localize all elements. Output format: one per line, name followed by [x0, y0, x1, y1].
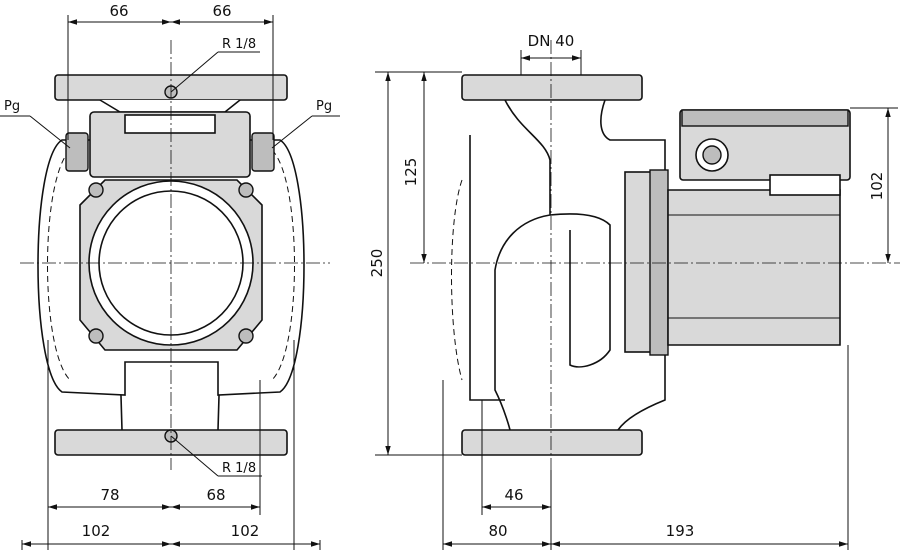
front-bolt-br: [238, 328, 254, 344]
front-top-dimensions: 66 66: [67, 2, 274, 140]
dim-nominal-diameter: DN 40: [528, 32, 575, 50]
side-dimensions: DN 40 250 125 102 46 80 193: [368, 32, 898, 550]
front-view: [20, 40, 330, 470]
front-terminal-lid: [124, 114, 216, 134]
dim-side-bottom-inner: 46: [504, 486, 523, 504]
side-module-cover: [681, 109, 849, 127]
front-bolt-bl: [88, 328, 104, 344]
dim-front-bottom-right-outer: 102: [231, 522, 260, 540]
side-motor-flange: [624, 171, 654, 353]
dim-side-motor-height: 102: [868, 172, 886, 201]
side-speed-selector-knob: [702, 145, 722, 165]
front-top-neck: [99, 99, 241, 113]
dim-side-height-upper: 125: [402, 158, 420, 187]
cable-gland-callouts: Pg Pg: [0, 99, 340, 149]
dim-side-bottom-left: 80: [488, 522, 507, 540]
dim-front-bottom-right-inner: 68: [206, 486, 225, 504]
front-cable-gland-left: [65, 132, 89, 172]
dim-front-bottom-left-inner: 78: [100, 486, 119, 504]
front-bolt-tr: [238, 182, 254, 198]
label-cable-gland-left: Pg: [4, 99, 20, 114]
dim-side-height-total: 250: [368, 249, 386, 278]
dim-front-top-right: 66: [212, 2, 231, 20]
label-cable-gland-right: Pg: [316, 99, 332, 114]
side-housing-dashed: [451, 179, 463, 381]
dim-front-bottom-left-outer: 102: [82, 522, 111, 540]
side-motor: [667, 189, 841, 346]
side-volute: [549, 213, 611, 368]
side-motor-flange-ring: [649, 169, 669, 356]
side-view: [410, 40, 900, 470]
side-pump-body: [469, 99, 666, 431]
dim-side-bottom-right: 193: [666, 522, 695, 540]
label-thread-top: R 1/8: [222, 37, 256, 52]
side-bottom-flange: [461, 429, 643, 456]
thread-callouts: R 1/8 R 1/8: [170, 37, 262, 477]
front-bolt-tl: [88, 182, 104, 198]
front-cable-gland-right: [251, 132, 275, 172]
dim-front-top-left: 66: [109, 2, 128, 20]
label-thread-bottom: R 1/8: [222, 461, 256, 476]
front-bottom-neck: [119, 361, 221, 431]
front-bottom-dimensions: 78 68 102 102: [21, 340, 321, 550]
side-top-flange: [461, 74, 643, 101]
side-module-foot: [769, 174, 841, 196]
